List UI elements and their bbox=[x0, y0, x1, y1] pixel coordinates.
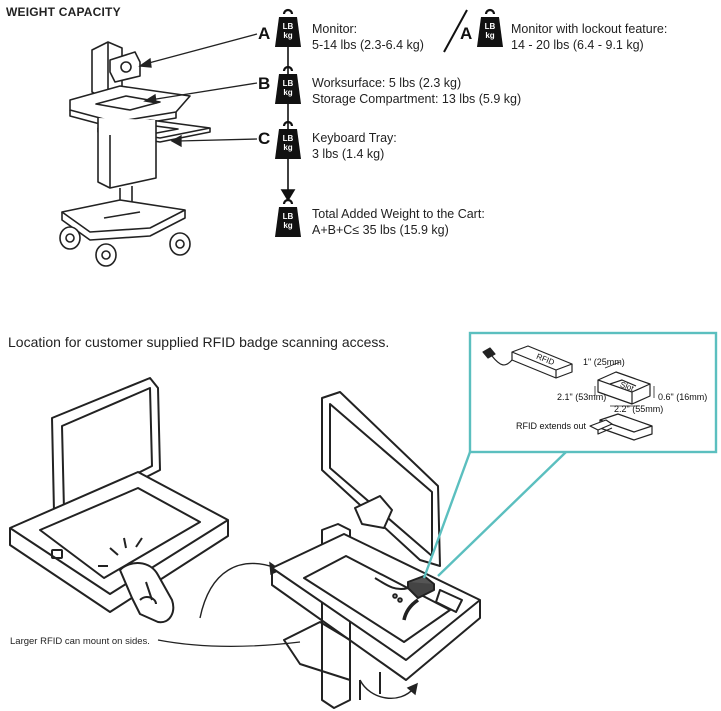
section-title: WEIGHT CAPACITY bbox=[6, 5, 121, 19]
leader-arrows bbox=[138, 33, 258, 148]
flow-arrow bbox=[280, 45, 296, 202]
slash-separator bbox=[443, 9, 468, 53]
dim-top-label: 1" (25mm) bbox=[583, 357, 625, 367]
connector-arrow bbox=[199, 561, 282, 619]
extends-note: RFID extends out bbox=[516, 421, 587, 431]
item-letter-a: A bbox=[258, 24, 271, 43]
weight-icon bbox=[275, 198, 301, 237]
callout bbox=[422, 331, 718, 579]
weight-icon bbox=[275, 65, 301, 104]
item-letter-b: B bbox=[258, 74, 271, 93]
item-b-label: Worksurface: 5 lbs (2.3 kg)Storage Compa… bbox=[312, 76, 522, 106]
dim-right-label: 0.6" (16mm) bbox=[658, 392, 708, 402]
lockout-label: Monitor with lockout feature:14 - 20 lbs… bbox=[511, 22, 668, 52]
total-label: Total Added Weight to the Cart:A+B+C≤ 35… bbox=[312, 207, 485, 237]
cart-illustration bbox=[59, 41, 211, 267]
item-letter-c: C bbox=[258, 129, 271, 148]
weight-icon bbox=[275, 120, 301, 159]
dim-bottom-label: 2.2" (55mm) bbox=[614, 404, 664, 414]
weight-icon bbox=[477, 8, 503, 47]
cart-scan-illustration bbox=[9, 377, 229, 624]
lockout-letter-a: A bbox=[460, 24, 473, 43]
cart-rfid-illustration bbox=[271, 391, 481, 709]
connector-arrow bbox=[359, 679, 418, 699]
item-c-label: Keyboard Tray:3 lbs (1.4 kg) bbox=[312, 131, 397, 161]
dim-left-label: 2.1" (53mm) bbox=[557, 392, 607, 402]
side-note-leader bbox=[157, 639, 301, 647]
side-note: Larger RFID can mount on sides. bbox=[10, 636, 150, 647]
rfid-detail-drawing bbox=[482, 345, 655, 441]
rfid-caption: Location for customer supplied RFID badg… bbox=[8, 334, 390, 350]
item-a-label: Monitor:5-14 lbs (2.3-6.4 kg) bbox=[312, 22, 424, 52]
weight-icon bbox=[275, 8, 301, 47]
